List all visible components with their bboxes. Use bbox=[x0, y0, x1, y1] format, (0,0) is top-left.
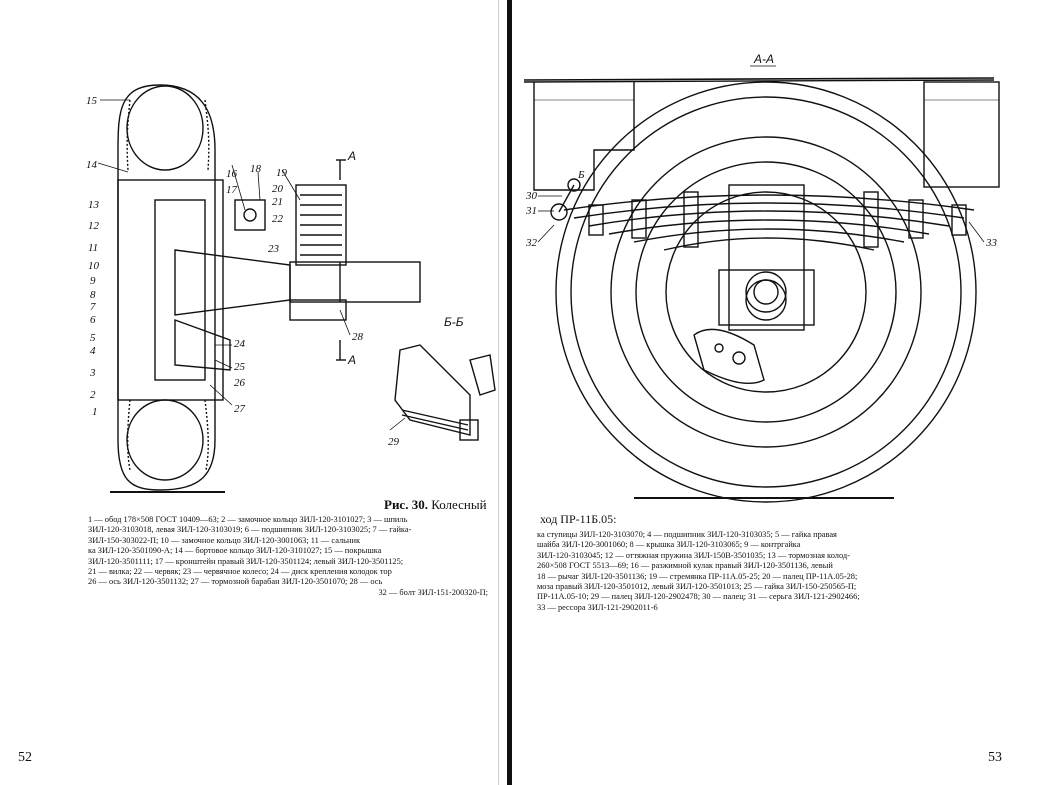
callout-32: 32 bbox=[525, 237, 538, 249]
callout-7: 7 bbox=[90, 301, 96, 313]
callout-b: Б bbox=[577, 169, 585, 181]
legend-line: ЗИЛ-120-3103018, левая ЗИЛ-120-3103019; … bbox=[88, 525, 412, 535]
legend-line: ЗИЛ-120-3103045; 12 — оттяжная пружина З… bbox=[537, 550, 850, 560]
detail-bb bbox=[394, 344, 471, 436]
axle bbox=[289, 261, 421, 303]
chassis-left bbox=[533, 82, 635, 191]
callout-5: 5 bbox=[90, 332, 96, 344]
callout-3: 3 bbox=[89, 367, 96, 379]
callout-30: 30 bbox=[525, 190, 538, 202]
callout-8: 8 bbox=[90, 289, 96, 301]
callout-6: 6 bbox=[90, 314, 96, 326]
figure-title: Колесный bbox=[431, 497, 487, 512]
wheel-side-view-drawing: 30 31 32 33 Б А-А bbox=[523, 52, 1000, 503]
legend-line: 18 — рычаг ЗИЛ-120-3501136; 19 — стремян… bbox=[537, 571, 858, 581]
tire-inner bbox=[570, 96, 962, 488]
inner-tube-upper bbox=[126, 85, 204, 171]
callout-15: 15 bbox=[86, 95, 98, 107]
section-a-bottom: А bbox=[347, 353, 356, 367]
inner-tube-lower bbox=[126, 399, 204, 481]
callout-13: 13 bbox=[88, 199, 100, 211]
brake-plate bbox=[693, 328, 765, 385]
figure-caption-continuation: ход ПР-11Б.05: bbox=[540, 512, 617, 526]
callout-23: 23 bbox=[268, 243, 280, 255]
callout-31: 31 bbox=[525, 205, 537, 217]
callout-17: 17 bbox=[226, 184, 238, 196]
legend-line: 33 — рессора ЗИЛ-121-2902011-6 bbox=[537, 602, 658, 612]
legend-line: 26 — ось ЗИЛ-120-3501132; 27 — тормозной… bbox=[88, 577, 383, 587]
callout-10: 10 bbox=[88, 260, 100, 272]
figure-caption: Рис. 30. Колесный bbox=[384, 497, 494, 513]
page-edge bbox=[498, 0, 499, 785]
callout-25: 25 bbox=[234, 361, 246, 373]
tire-outer bbox=[555, 81, 977, 503]
rim-mid bbox=[635, 161, 897, 423]
callout-24: 24 bbox=[234, 338, 246, 350]
legend-line: ка ЗИЛ-120-3501090-А; 14 — бортовое коль… bbox=[88, 546, 382, 556]
callout-26: 26 bbox=[234, 377, 246, 389]
legend-line: ЗИЛ-150-303022-П; 10 — замочное кольцо З… bbox=[88, 535, 361, 545]
callout-12: 12 bbox=[88, 220, 100, 232]
legend-line: 1 — обод 178×508 ГОСТ 10409—63; 2 — замо… bbox=[88, 515, 408, 524]
callout-11: 11 bbox=[88, 242, 98, 254]
right-page: 30 31 32 33 Б А-А bbox=[514, 0, 1048, 785]
callout-22: 22 bbox=[272, 213, 284, 225]
section-bb-label: Б-Б bbox=[444, 315, 464, 329]
callout-19: 19 bbox=[276, 167, 288, 179]
legend-line: 32 — болт ЗИЛ-151-200320-П; bbox=[378, 587, 488, 597]
wheel-section-drawing: 15 14 13 12 11 10 9 8 7 6 5 4 3 2 1 16 1… bbox=[86, 84, 496, 493]
legend-line: шайба ЗИЛ-120-3001060; 8 — крышка ЗИЛ-12… bbox=[537, 540, 801, 550]
callout-14: 14 bbox=[86, 159, 98, 171]
legend-left: 1 — обод 178×508 ГОСТ 10409—63; 2 — замо… bbox=[88, 515, 488, 598]
tire-outline bbox=[117, 84, 216, 491]
legend-right: ка ступицы ЗИЛ-120-3103070; 4 — подшипни… bbox=[537, 530, 957, 613]
callout-20: 20 bbox=[272, 183, 284, 195]
book-gutter bbox=[507, 0, 512, 785]
callout-1: 1 bbox=[92, 406, 98, 418]
legend-line: 21 — вилка; 22 — червяк; 23 — червячное … bbox=[88, 567, 392, 577]
rim-outer bbox=[610, 136, 922, 448]
callout-28: 28 bbox=[352, 331, 364, 343]
page-number-left: 52 bbox=[18, 750, 32, 765]
callout-9: 9 bbox=[90, 275, 96, 287]
leaf-spring bbox=[563, 194, 975, 211]
axle-block bbox=[728, 184, 805, 331]
callout-18: 18 bbox=[250, 163, 262, 175]
callout-29: 29 bbox=[388, 436, 400, 448]
section-aa-label: А-А bbox=[753, 52, 774, 66]
chassis-right bbox=[923, 81, 1000, 188]
legend-line: ПР-11А.05-10; 29 — палец ЗИЛ-120-2902478… bbox=[537, 592, 860, 602]
page-number-right: 53 bbox=[988, 750, 1002, 765]
spring-pack bbox=[295, 184, 347, 266]
legend-line: 260×508 ГОСТ 5513—69; 16 — разжимной кул… bbox=[537, 561, 833, 571]
callout-27: 27 bbox=[234, 403, 246, 415]
callout-21: 21 bbox=[272, 196, 283, 208]
legend-line: ка ступицы ЗИЛ-120-3103070; 4 — подшипни… bbox=[537, 530, 837, 539]
rim-inner bbox=[665, 191, 867, 393]
left-page: 15 14 13 12 11 10 9 8 7 6 5 4 3 2 1 16 1… bbox=[0, 0, 508, 785]
section-a-top: А bbox=[347, 149, 356, 163]
figure-label: Рис. 30. bbox=[384, 497, 428, 512]
legend-line: моза правый ЗИЛ-120-3501012, левый ЗИЛ-1… bbox=[537, 582, 857, 592]
callout-4: 4 bbox=[90, 345, 96, 357]
callout-33: 33 bbox=[985, 237, 998, 249]
legend-line: ЗИЛ-120-3501111; 17 — кронштейн правый З… bbox=[88, 556, 404, 566]
callout-16: 16 bbox=[226, 168, 238, 180]
callout-2: 2 bbox=[90, 389, 96, 401]
